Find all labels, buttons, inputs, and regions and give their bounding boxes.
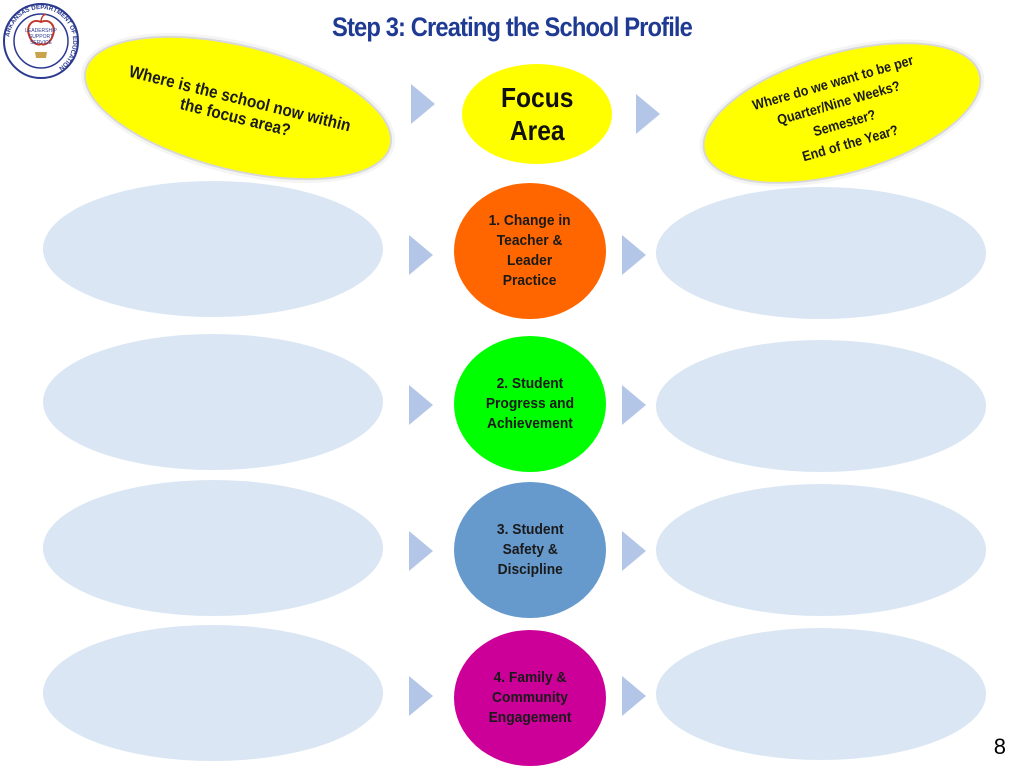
focus-area-circle-1: 1. Change in Teacher & Leader Practice xyxy=(454,183,606,319)
target-state-answer-oval-4[interactable] xyxy=(656,628,986,760)
right-chevron-arrow-icon xyxy=(622,385,646,425)
focus-area-label: Practice xyxy=(503,272,557,289)
focus-area-line: Focus xyxy=(500,82,574,113)
right-chevron-arrow-icon xyxy=(409,531,433,571)
svg-text:SUPPORT: SUPPORT xyxy=(29,34,53,40)
right-chevron-arrow-icon xyxy=(622,235,646,275)
right-chevron-arrow-icon xyxy=(622,676,646,716)
right-chevron-arrow-icon xyxy=(409,676,433,716)
focus-area-label: Discipline xyxy=(497,561,563,578)
right-chevron-arrow-icon xyxy=(622,531,646,571)
focus-area-label: 4. Family & xyxy=(493,669,567,686)
focus-area-circle-3: 3. Student Safety & Discipline xyxy=(454,482,606,618)
current-state-answer-oval-3[interactable] xyxy=(43,480,383,616)
focus-area-circle-2: 2. Student Progress and Achievement xyxy=(454,336,606,472)
target-state-question-oval: Where do we want to be per Quarter/Nine … xyxy=(686,14,998,212)
focus-area-label: Teacher & xyxy=(497,232,563,249)
page-title: Step 3: Creating the School Profile xyxy=(331,12,693,42)
focus-area-label: Engagement xyxy=(488,709,572,726)
current-state-answer-oval-4[interactable] xyxy=(43,625,383,761)
focus-area-circle: Focus Area xyxy=(462,64,612,164)
page-number: 8 xyxy=(993,734,1006,759)
right-chevron-arrow-icon xyxy=(636,94,660,134)
focus-area-label: 2. Student xyxy=(496,375,564,392)
focus-area-label: 1. Change in xyxy=(488,212,572,229)
target-state-answer-oval-3[interactable] xyxy=(656,484,986,616)
right-chevron-arrow-icon xyxy=(409,235,433,275)
focus-area-label: Progress and xyxy=(485,395,575,412)
right-chevron-arrow-icon xyxy=(409,385,433,425)
svg-text:LEADERSHIP: LEADERSHIP xyxy=(25,28,57,34)
target-state-answer-oval-2[interactable] xyxy=(656,340,986,472)
focus-area-circle-4: 4. Family & Community Engagement xyxy=(454,630,606,766)
svg-text:SERVICE: SERVICE xyxy=(30,40,53,46)
focus-area-label: Achievement xyxy=(487,415,573,432)
focus-area-label: Community xyxy=(492,689,568,706)
right-chevron-arrow-icon xyxy=(411,84,435,124)
focus-area-line: Area xyxy=(509,115,565,146)
target-state-answer-oval-1[interactable] xyxy=(656,187,986,319)
focus-area-label: 3. Student xyxy=(496,521,564,538)
focus-area-label: Safety & xyxy=(502,541,558,558)
department-seal-logo: ARKANSAS DEPARTMENT OF EDUCATION LEADERS… xyxy=(3,3,79,79)
focus-area-label: Leader xyxy=(507,252,553,269)
current-state-answer-oval-1[interactable] xyxy=(43,181,383,317)
current-state-answer-oval-2[interactable] xyxy=(43,334,383,470)
